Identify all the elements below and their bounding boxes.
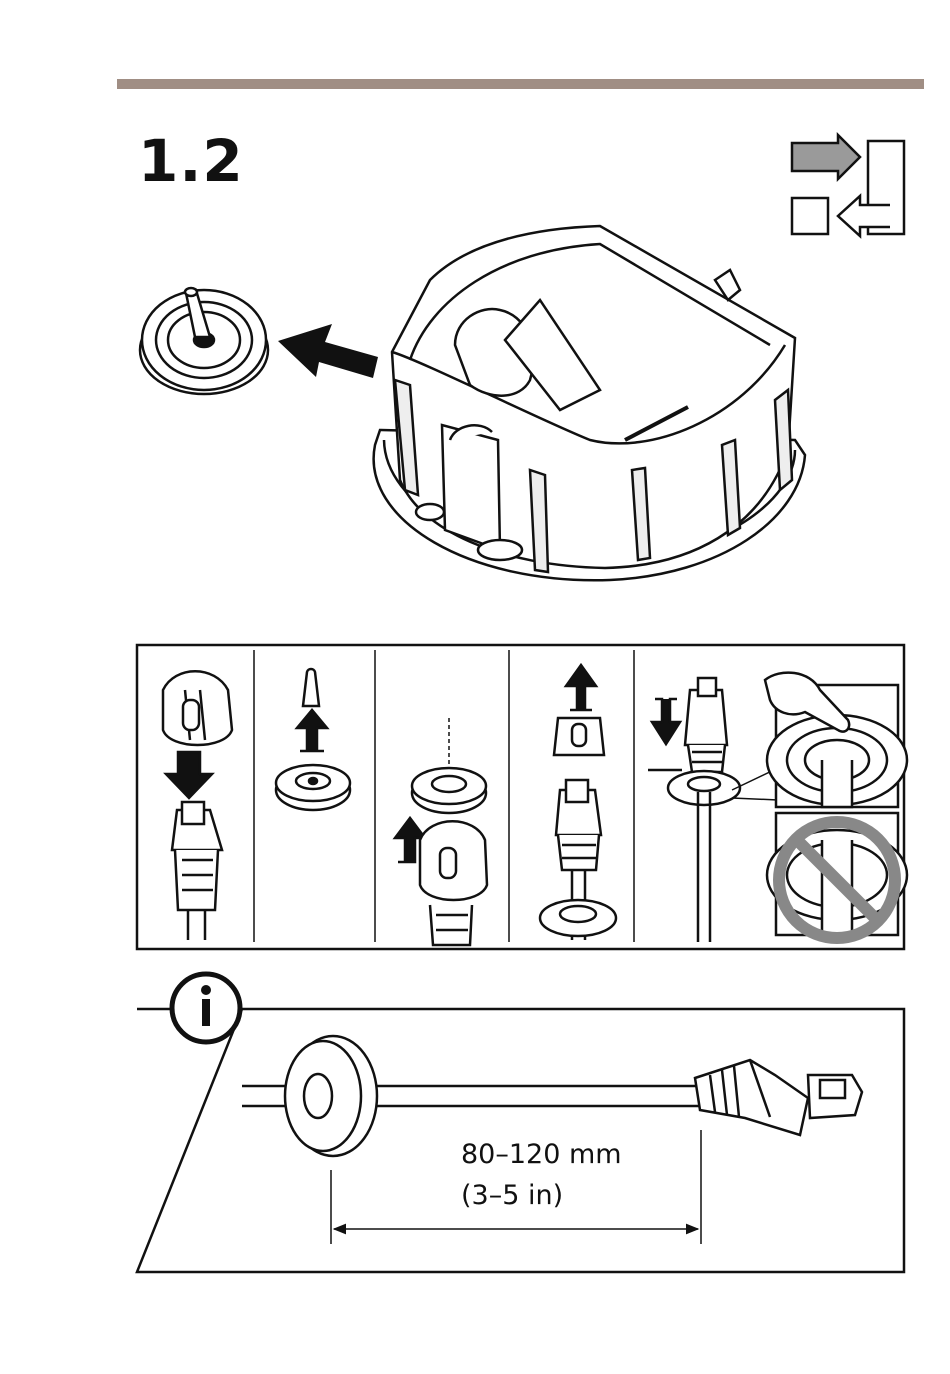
step-3-push-through-grommet	[395, 718, 487, 945]
grommet-icon	[140, 288, 268, 394]
removal-arrow-icon	[278, 324, 378, 378]
info-icon	[172, 974, 240, 1042]
step-1-cap-onto-connector	[163, 671, 232, 940]
mounting-box-icon	[374, 226, 805, 580]
step-5-pull-cable	[648, 673, 907, 942]
step-2-remove-plug	[276, 669, 350, 810]
dimension-mm-label: 80–120 mm	[461, 1141, 622, 1168]
cable-length-diagram	[242, 1036, 862, 1156]
dimension-in-label: (3–5 in)	[461, 1182, 563, 1209]
in-out-reference-icon	[792, 135, 904, 236]
step-4-remove-cap	[540, 665, 616, 940]
